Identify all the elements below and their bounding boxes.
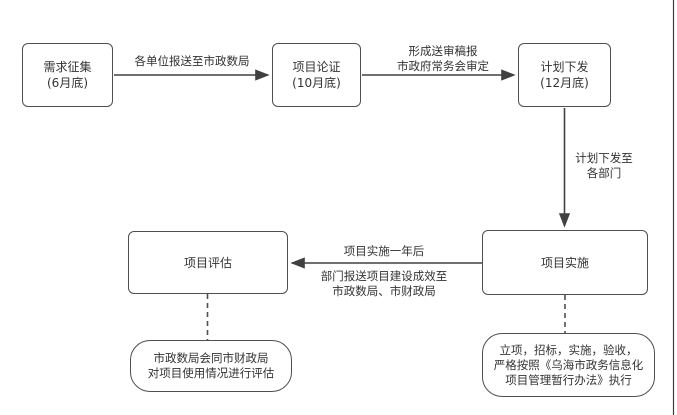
node-plan-issue: 计划下发 (12月底) [518, 43, 611, 107]
note-implementation-line3: 项目管理暂行办法》执行 [505, 372, 632, 387]
label-report-results: 部门报送项目建设成效至 市政数局、市财政局 [294, 269, 474, 299]
note-evaluation-line2: 对项目使用情况进行评估 [147, 366, 275, 380]
label-draft-review: 形成送审稿报 市政府常务会审定 [363, 44, 523, 74]
label-one-year-after: 项目实施一年后 [304, 244, 464, 259]
node-demand-title: 需求征集 [43, 60, 92, 74]
node-implement-title: 项目实施 [540, 255, 589, 270]
node-argument-title: 项目论证 [292, 60, 341, 74]
label-draft-line1: 形成送审稿报 [408, 44, 478, 58]
note-implementation-line1: 立项，招标，实施，验收， [499, 342, 638, 357]
node-plan-title: 计划下发 [540, 60, 589, 74]
label-one-year-after-text: 项目实施一年后 [343, 244, 425, 258]
label-dispatch-departments: 计划下发至 各部门 [554, 151, 654, 181]
node-argument-date: (10月底) [292, 76, 341, 90]
label-report-line1: 部门报送项目建设成效至 [320, 269, 448, 283]
label-dispatch-line1: 计划下发至 [575, 151, 633, 165]
node-project-evaluate: 项目评估 [128, 231, 288, 294]
node-demand-collection: 需求征集 (6月底) [22, 43, 113, 107]
node-plan-date: (12月底) [540, 76, 589, 90]
note-evaluation: 市政数局会同市财政局 对项目使用情况进行评估 [130, 340, 292, 392]
label-dispatch-line2: 各部门 [586, 166, 622, 180]
node-evaluate-title: 项目评估 [183, 255, 232, 270]
label-draft-line2: 市政府常务会审定 [397, 59, 489, 73]
note-implementation: 立项，招标，实施，验收， 严格按照《乌海市政务信息化 项目管理暂行办法》执行 [482, 333, 655, 397]
note-evaluation-line1: 市政数局会同市财政局 [153, 351, 269, 365]
label-report-line2: 市政数局、市财政局 [332, 284, 436, 298]
label-submit-to-bureau: 各单位报送至市政数局 [92, 54, 292, 69]
node-demand-date: (6月底) [47, 76, 88, 90]
node-project-implement: 项目实施 [482, 230, 648, 295]
label-submit-line1: 各单位报送至市政数局 [134, 54, 250, 68]
note-implementation-line2: 严格按照《乌海市政务信息化 [493, 357, 644, 372]
node-project-argument: 项目论证 (10月底) [272, 43, 361, 107]
